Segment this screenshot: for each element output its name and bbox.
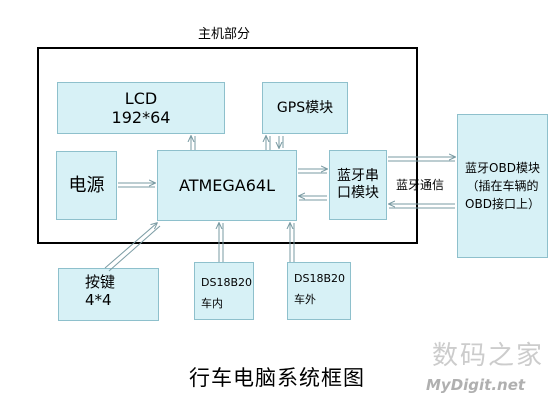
power-label: 电源 [68, 174, 105, 196]
host-section-label: 主机部分 [198, 27, 251, 42]
bluetooth-obd-line2: （插在车辆的 [466, 179, 539, 193]
gps-module-label: GPS模块 [276, 99, 334, 116]
arrow-bt-serial-obd [388, 157, 455, 209]
watermark-text: 数码之家 [432, 341, 545, 371]
arrow-temp-inside-to-mcu [219, 223, 224, 262]
mcu-block: ATMEGA64L [157, 150, 297, 221]
bluetooth-obd-block: 蓝牙OBD模块 （插在车辆的 OBD接口上） [457, 114, 548, 258]
temp-sensor-inside-model: DS18B20 [201, 276, 252, 289]
arrow-mcu-bt-serial [298, 169, 327, 201]
power-block: 电源 [56, 151, 117, 220]
bluetooth-obd-line1: 蓝牙OBD模块 [465, 161, 540, 175]
lcd-block: LCD 192*64 [57, 82, 225, 134]
diagram-caption: 行车电脑系统框图 [189, 366, 365, 390]
gps-module-block: GPS模块 [262, 82, 348, 134]
temp-sensor-outside-label: 车外 [294, 292, 316, 306]
temp-sensor-inside-label: 车内 [201, 296, 223, 310]
temp-sensor-outside-block: DS18B20 车外 [287, 262, 351, 320]
temp-sensor-inside-block: DS18B20 车内 [194, 262, 254, 320]
bluetooth-serial-block: 蓝牙串 口模块 [329, 150, 387, 220]
bluetooth-serial-line2: 口模块 [337, 185, 379, 201]
arrow-mcu-to-lcd [191, 136, 196, 150]
mcu-label: ATMEGA64L [178, 175, 275, 195]
keypad-label: 按键 [85, 273, 116, 291]
arrow-keypad-to-mcu [104, 223, 161, 272]
bluetooth-comm-label: 蓝牙通信 [396, 178, 445, 192]
bluetooth-serial-line1: 蓝牙串 [337, 168, 379, 185]
lcd-resolution: 192*64 [111, 108, 171, 127]
keypad-size: 4*4 [85, 291, 112, 309]
arrow-temp-outside-to-mcu [290, 223, 295, 262]
temp-sensor-outside-model: DS18B20 [294, 272, 345, 285]
arrow-power-to-mcu [118, 183, 155, 188]
lcd-title: LCD [124, 88, 158, 108]
watermark-url: MyDigit.net [426, 376, 526, 394]
host-section-frame [37, 47, 418, 244]
bluetooth-obd-line3: OBD接口上） [465, 197, 540, 211]
keypad-block: 按键 4*4 [58, 268, 159, 321]
arrow-mcu-gps [266, 136, 284, 150]
